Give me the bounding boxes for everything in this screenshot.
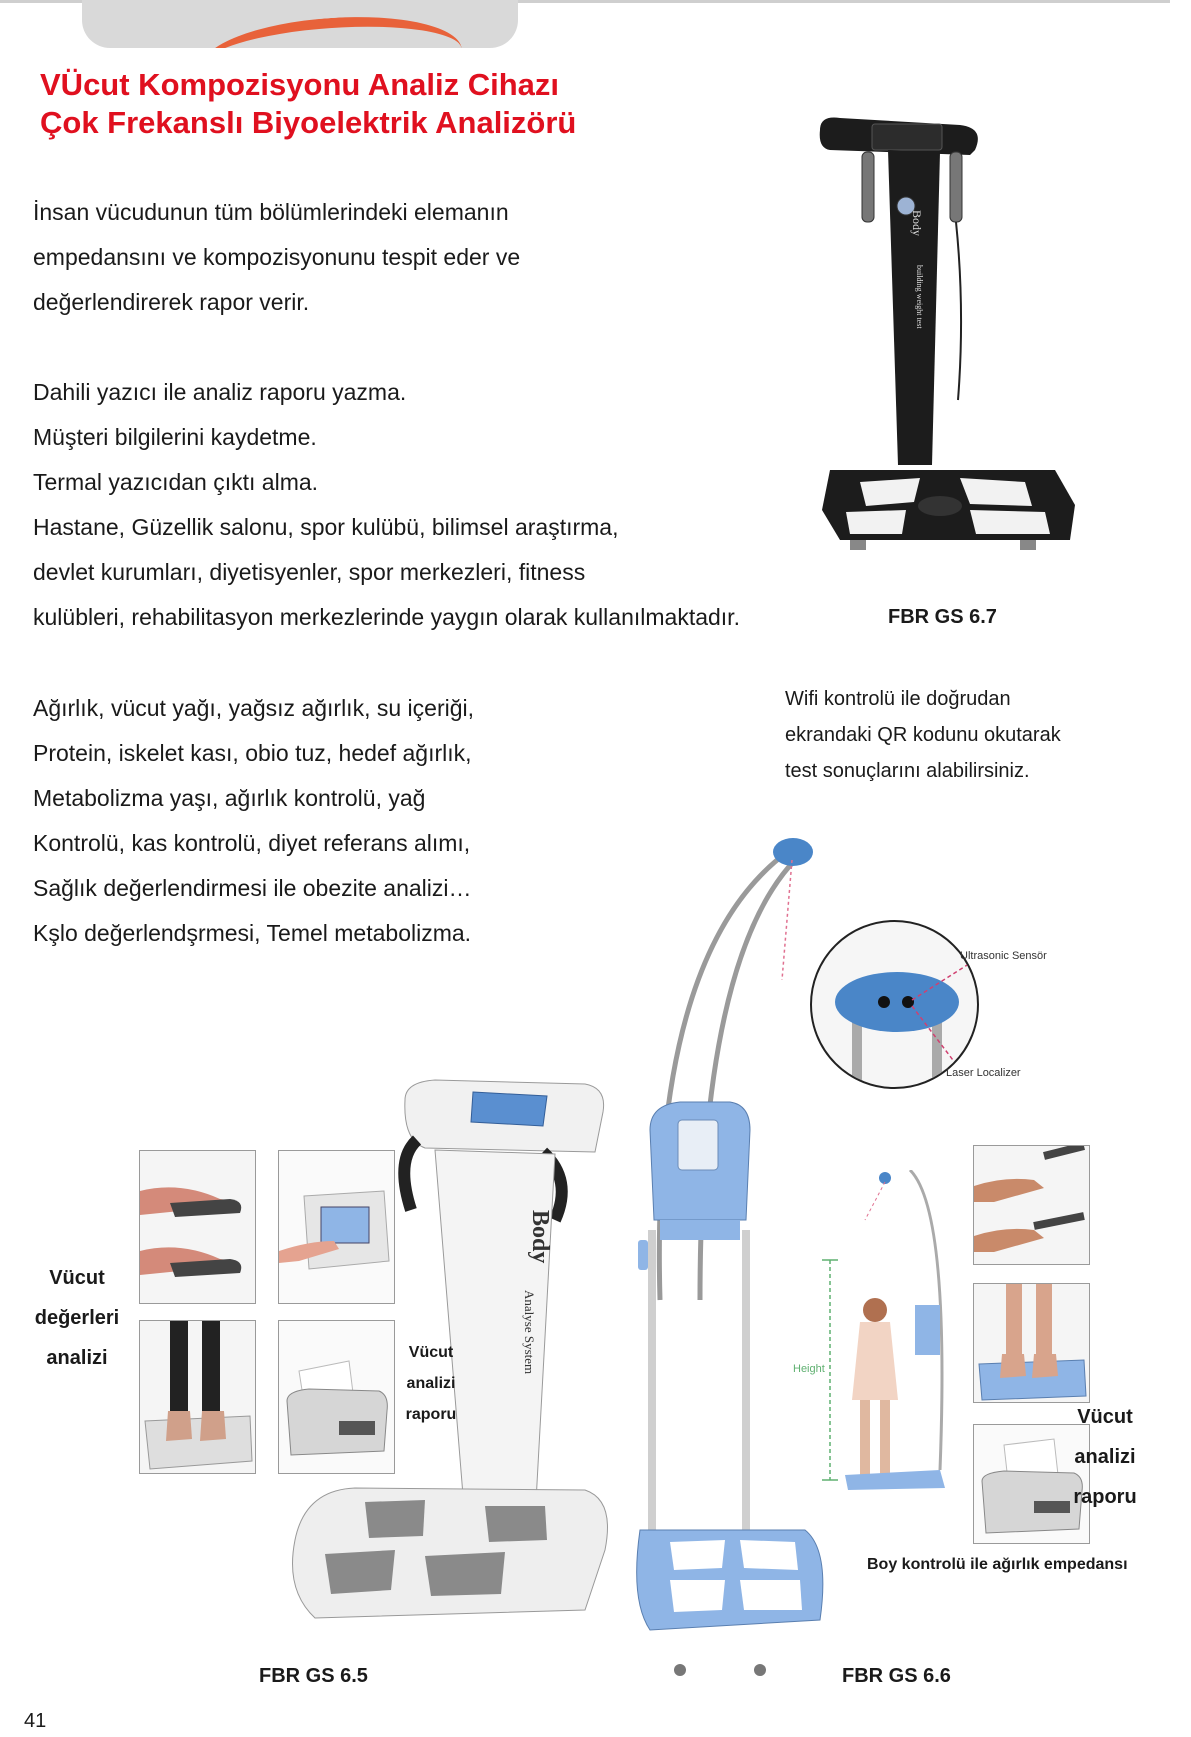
device-top-subtitle: building weight test xyxy=(915,265,924,329)
intro-paragraph: İnsan vücudunun tüm bölümlerindeki elema… xyxy=(33,190,520,325)
top-rule xyxy=(0,0,1170,3)
device-white-subtitle: Analyse System xyxy=(522,1290,537,1375)
report-right-label: Vücut analizi raporu xyxy=(1060,1397,1150,1517)
device-fbr-gs-67-image: Body building weight test xyxy=(810,110,1090,590)
measurement-line: Protein, iskelet kası, obio tuz, hedef a… xyxy=(33,740,472,766)
measurement-line: Ağırlık, vücut yağı, yağsız ağırlık, su … xyxy=(33,695,474,721)
title-line-1: VÜcut Kompozisyonu Analiz Cihazı xyxy=(40,67,559,102)
feature-line: Hastane, Güzellik salonu, spor kulübü, b… xyxy=(33,514,619,540)
photo-feet-right xyxy=(973,1283,1090,1403)
wifi-note-line: test sonuçlarını alabilirsiniz. xyxy=(785,760,1030,782)
report-small-line: raporu xyxy=(405,1406,457,1423)
model-caption-blue: FBR GS 6.6 xyxy=(842,1665,951,1687)
feature-line: Müşteri bilgilerini kaydetme. xyxy=(33,424,317,450)
device-fbr-gs-65-image: Body Analyse System xyxy=(285,1070,615,1630)
measurement-line: Kşlo değerlendşrmesi, Temel metabolizma. xyxy=(33,920,472,946)
features-paragraph: Dahili yazıcı ile analiz raporu yazma. M… xyxy=(33,370,740,640)
title-line-2: Çok Frekanslı Biyoelektrik Analizörü xyxy=(40,105,577,140)
feature-line: Dahili yazıcı ile analiz raporu yazma. xyxy=(33,379,407,405)
body-values-label: Vücut değerleri analizi xyxy=(28,1258,126,1378)
photo-touch-screen xyxy=(278,1150,395,1304)
report-right-line: Vücut xyxy=(1077,1406,1133,1428)
intro-line: değerlendirerek rapor verir. xyxy=(33,289,310,315)
sensor-inset-image xyxy=(810,920,979,1089)
laser-label: Laser Localizer xyxy=(946,1067,1021,1079)
report-small-line: analizi xyxy=(406,1375,456,1392)
intro-line: empedansını ve kompozisyonunu tespit ede… xyxy=(33,244,521,270)
height-control-label: Boy kontrolü ile ağırlık empedansı xyxy=(867,1556,1128,1573)
photo-feet-scale xyxy=(139,1320,256,1474)
measurements-paragraph: Ağırlık, vücut yağı, yağsız ağırlık, su … xyxy=(33,686,474,956)
wifi-note-line: ekrandaki QR kodunu okutarak xyxy=(785,724,1061,746)
feature-line: devlet kurumları, diyetisyenler, spor me… xyxy=(33,559,586,585)
wifi-note-line: Wifi kontrolü ile doğrudan xyxy=(785,688,1011,710)
report-small-label: Vücut analizi raporu xyxy=(400,1337,462,1430)
measurement-line: Metabolizma yaşı, ağırlık kontrolü, yağ xyxy=(33,785,426,811)
height-measure-image xyxy=(790,1168,960,1490)
measurement-line: Kontrolü, kas kontrolü, diyet referans a… xyxy=(33,830,471,856)
device-white-brand: Body xyxy=(527,1210,553,1264)
body-values-line: analizi xyxy=(46,1347,108,1369)
device-fbr-gs-66-image xyxy=(630,830,850,1690)
height-label: Height xyxy=(793,1363,825,1375)
feature-line: Termal yazıcıdan çıktı alma. xyxy=(33,469,319,495)
photo-hand-handles-right xyxy=(973,1145,1090,1265)
feature-line: kulübleri, rehabilitasyon merkezlerinde … xyxy=(33,604,740,630)
photo-printer-right xyxy=(973,1424,1090,1544)
intro-line: İnsan vücudunun tüm bölümlerindeki elema… xyxy=(33,199,509,225)
model-caption-white: FBR GS 6.5 xyxy=(259,1665,368,1687)
ultrasonic-label: Ultrasonic Sensör xyxy=(960,950,1047,962)
page-number: 41 xyxy=(24,1710,47,1732)
header-tab xyxy=(82,0,518,48)
body-values-line: Vücut xyxy=(49,1267,105,1289)
report-right-line: analizi xyxy=(1074,1446,1136,1468)
device-top-brand: Body xyxy=(910,210,924,237)
report-small-line: Vücut xyxy=(408,1344,454,1361)
report-right-line: raporu xyxy=(1073,1486,1137,1508)
wifi-note: Wifi kontrolü ile doğrudan ekrandaki QR … xyxy=(785,681,1061,789)
photo-printer-small xyxy=(278,1320,395,1474)
measurement-line: Sağlık değerlendirmesi ile obezite anali… xyxy=(33,875,472,901)
page-title: VÜcut Kompozisyonu Analiz Cihazı Çok Fre… xyxy=(40,66,576,142)
body-values-line: değerleri xyxy=(34,1307,120,1329)
model-caption-top: FBR GS 6.7 xyxy=(888,606,997,628)
photo-hands-grip xyxy=(139,1150,256,1304)
